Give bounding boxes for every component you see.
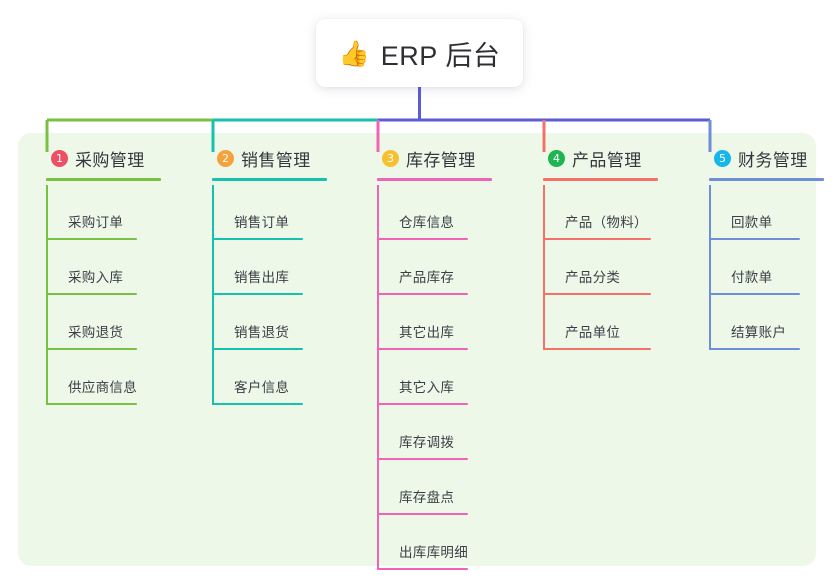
leaf-item-underline: [46, 348, 137, 350]
column-badge-5: 5: [714, 149, 731, 167]
leaf-item-underline: [212, 403, 303, 405]
leaf-item[interactable]: 销售订单: [212, 185, 303, 240]
root-node-title: ERP 后台: [380, 40, 501, 71]
leaf-item[interactable]: 结算账户: [709, 295, 800, 350]
leaf-spine-5: [709, 185, 711, 350]
leaf-item-label: 销售退货: [234, 325, 290, 340]
leaf-item-label: 回款单: [731, 215, 773, 230]
leaf-item-label: 采购入库: [68, 270, 124, 285]
leaf-item-label: 采购订单: [68, 215, 124, 230]
leaf-item-underline: [543, 238, 651, 240]
leaf-item-underline: [377, 293, 468, 295]
leaf-item-label: 付款单: [731, 270, 773, 285]
leaf-item[interactable]: 仓库信息: [377, 185, 468, 240]
leaf-item-underline: [377, 348, 468, 350]
leaf-item[interactable]: 产品分类: [543, 240, 651, 295]
leaf-item-label: 产品单位: [565, 325, 621, 340]
leaf-item-underline: [377, 238, 468, 240]
leaf-item[interactable]: 库存调拨: [377, 405, 468, 460]
root-node-content: 👍 ERP 后台: [339, 34, 501, 73]
leaf-item[interactable]: 出库库明细: [377, 515, 468, 570]
leaf-item[interactable]: 销售退货: [212, 295, 303, 350]
leaf-item-label: 库存调拨: [399, 435, 455, 450]
leaf-item-underline: [377, 458, 468, 460]
leaf-item[interactable]: 销售出库: [212, 240, 303, 295]
leaf-item-underline: [709, 348, 800, 350]
column-title-3: 库存管理: [406, 150, 476, 170]
leaf-spine-1: [46, 185, 48, 405]
column-badge-3: 3: [382, 149, 399, 167]
leaf-item-label: 产品分类: [565, 270, 621, 285]
column-header-4[interactable]: 4 产品管理: [530, 145, 642, 171]
column-badge-4: 4: [548, 149, 565, 167]
column-title-1: 采购管理: [75, 150, 145, 170]
leaf-item[interactable]: 采购订单: [46, 185, 137, 240]
thumbs-up-icon: 👍: [338, 39, 370, 68]
column-title-2: 销售管理: [241, 150, 311, 170]
leaf-item[interactable]: 回款单: [709, 185, 800, 240]
leaf-item-label: 仓库信息: [399, 215, 455, 230]
column-header-5[interactable]: 5 财务管理: [696, 145, 808, 171]
leaf-item-label: 出库库明细: [399, 545, 468, 560]
leaf-item[interactable]: 客户信息: [212, 350, 303, 405]
leaf-item-underline: [543, 348, 651, 350]
leaf-spine-3: [377, 185, 379, 570]
leaf-item[interactable]: 其它出库: [377, 295, 468, 350]
leaf-item[interactable]: 产品单位: [543, 295, 651, 350]
column-underline-2: [212, 178, 327, 181]
column-title-5: 财务管理: [738, 150, 808, 170]
leaf-item-underline: [212, 293, 303, 295]
column-title-4: 产品管理: [572, 150, 642, 170]
leaf-item-underline: [212, 348, 303, 350]
root-node-erp-backend[interactable]: 👍 ERP 后台: [316, 19, 523, 87]
leaf-item-underline: [543, 293, 651, 295]
leaf-item-underline: [212, 238, 303, 240]
column-underline-1: [46, 178, 161, 181]
leaf-item-underline: [377, 403, 468, 405]
leaf-item-label: 客户信息: [234, 380, 290, 395]
column-3: 3 库存管理仓库信息产品库存其它出库其它入库库存调拨库存盘点出库库明细: [364, 145, 492, 570]
leaf-item-underline: [709, 238, 800, 240]
column-header-1[interactable]: 1 采购管理: [33, 145, 145, 171]
column-underline-5: [709, 178, 824, 181]
leaf-item[interactable]: 供应商信息: [46, 350, 137, 405]
leaf-item-label: 结算账户: [731, 325, 787, 340]
leaf-spine-2: [212, 185, 214, 405]
column-header-3[interactable]: 3 库存管理: [364, 145, 476, 171]
column-badge-2: 2: [217, 149, 234, 167]
leaf-item-label: 产品（物料）: [565, 215, 648, 230]
column-4: 4 产品管理产品（物料） 产品分类产品单位: [530, 145, 658, 350]
leaf-item-underline: [377, 568, 468, 570]
leaf-item-label: 产品库存: [399, 270, 455, 285]
leaf-item-label: 供应商信息: [68, 380, 137, 395]
leaf-spine-4: [543, 185, 545, 350]
leaf-item-underline: [46, 293, 137, 295]
column-1: 1 采购管理采购订单采购入库采购退货供应商信息: [33, 145, 161, 405]
column-2: 2 销售管理销售订单销售出库销售退货客户信息: [199, 145, 327, 405]
leaf-item-underline: [709, 293, 800, 295]
leaf-item[interactable]: 产品（物料）: [543, 185, 651, 240]
leaf-item-label: 采购退货: [68, 325, 124, 340]
column-5: 5 财务管理回款单付款单结算账户: [696, 145, 824, 350]
leaf-item[interactable]: 其它入库: [377, 350, 468, 405]
leaf-item[interactable]: 库存盘点: [377, 460, 468, 515]
column-badge-1: 1: [51, 149, 68, 167]
leaf-item-label: 销售出库: [234, 270, 290, 285]
leaf-item-underline: [46, 403, 137, 405]
leaf-item[interactable]: 采购入库: [46, 240, 137, 295]
column-underline-3: [377, 178, 492, 181]
leaf-item-underline: [46, 238, 137, 240]
leaf-item[interactable]: 产品库存: [377, 240, 468, 295]
leaf-item-underline: [377, 513, 468, 515]
column-underline-4: [543, 178, 658, 181]
column-header-2[interactable]: 2 销售管理: [199, 145, 311, 171]
leaf-item-label: 库存盘点: [399, 490, 455, 505]
leaf-item-label: 其它入库: [399, 380, 455, 395]
leaf-item[interactable]: 采购退货: [46, 295, 137, 350]
leaf-item-label: 销售订单: [234, 215, 290, 230]
leaf-item[interactable]: 付款单: [709, 240, 800, 295]
leaf-item-label: 其它出库: [399, 325, 455, 340]
